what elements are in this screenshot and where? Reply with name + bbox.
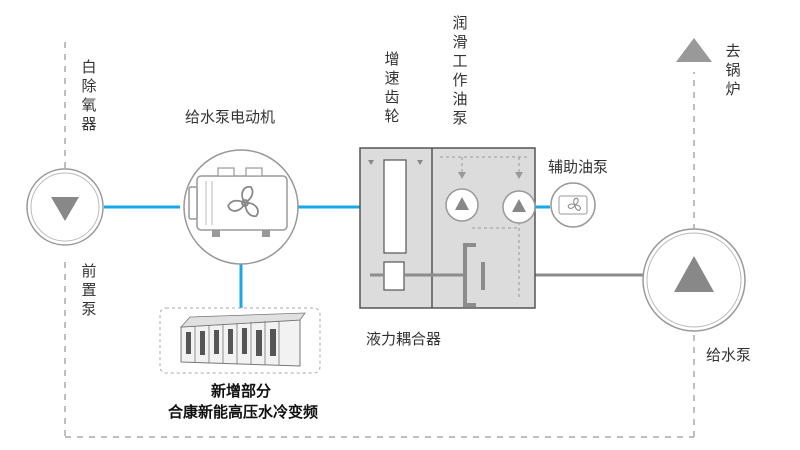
booster-pump-label: 前置泵 bbox=[81, 262, 97, 318]
aux-oil-pump-icon bbox=[550, 182, 596, 228]
motor-fan-icon bbox=[183, 149, 299, 265]
to-boiler-arrow-icon bbox=[676, 38, 712, 62]
fluid-coupling-label: 液力耦合器 bbox=[366, 330, 442, 348]
new-part-subtitle: 合康新能高压水冷变频 bbox=[167, 403, 318, 421]
feedwater-pump-label: 给水泵 bbox=[706, 346, 752, 364]
water-pipes bbox=[104, 205, 550, 308]
booster-pump-icon bbox=[26, 168, 104, 246]
fluid-coupling-box bbox=[359, 147, 536, 309]
to-boiler-label: 去锅炉 bbox=[725, 42, 741, 98]
aux-oil-pump-label: 辅助油泵 bbox=[548, 158, 609, 176]
lube-oil-pump-label: 润滑工作油泵 bbox=[452, 14, 468, 127]
speed-gear-label: 增速齿轮 bbox=[384, 50, 400, 125]
lube-pump-icon bbox=[445, 188, 536, 224]
vfd-cabinet-icon bbox=[159, 307, 321, 374]
return-water-loop bbox=[64, 42, 695, 438]
feedwater-pump-icon bbox=[642, 228, 746, 332]
deaerator-label: 白除氧器 bbox=[81, 58, 97, 133]
new-part-title: 新增部分 bbox=[210, 382, 271, 400]
motor-label: 给水泵电动机 bbox=[185, 108, 276, 126]
